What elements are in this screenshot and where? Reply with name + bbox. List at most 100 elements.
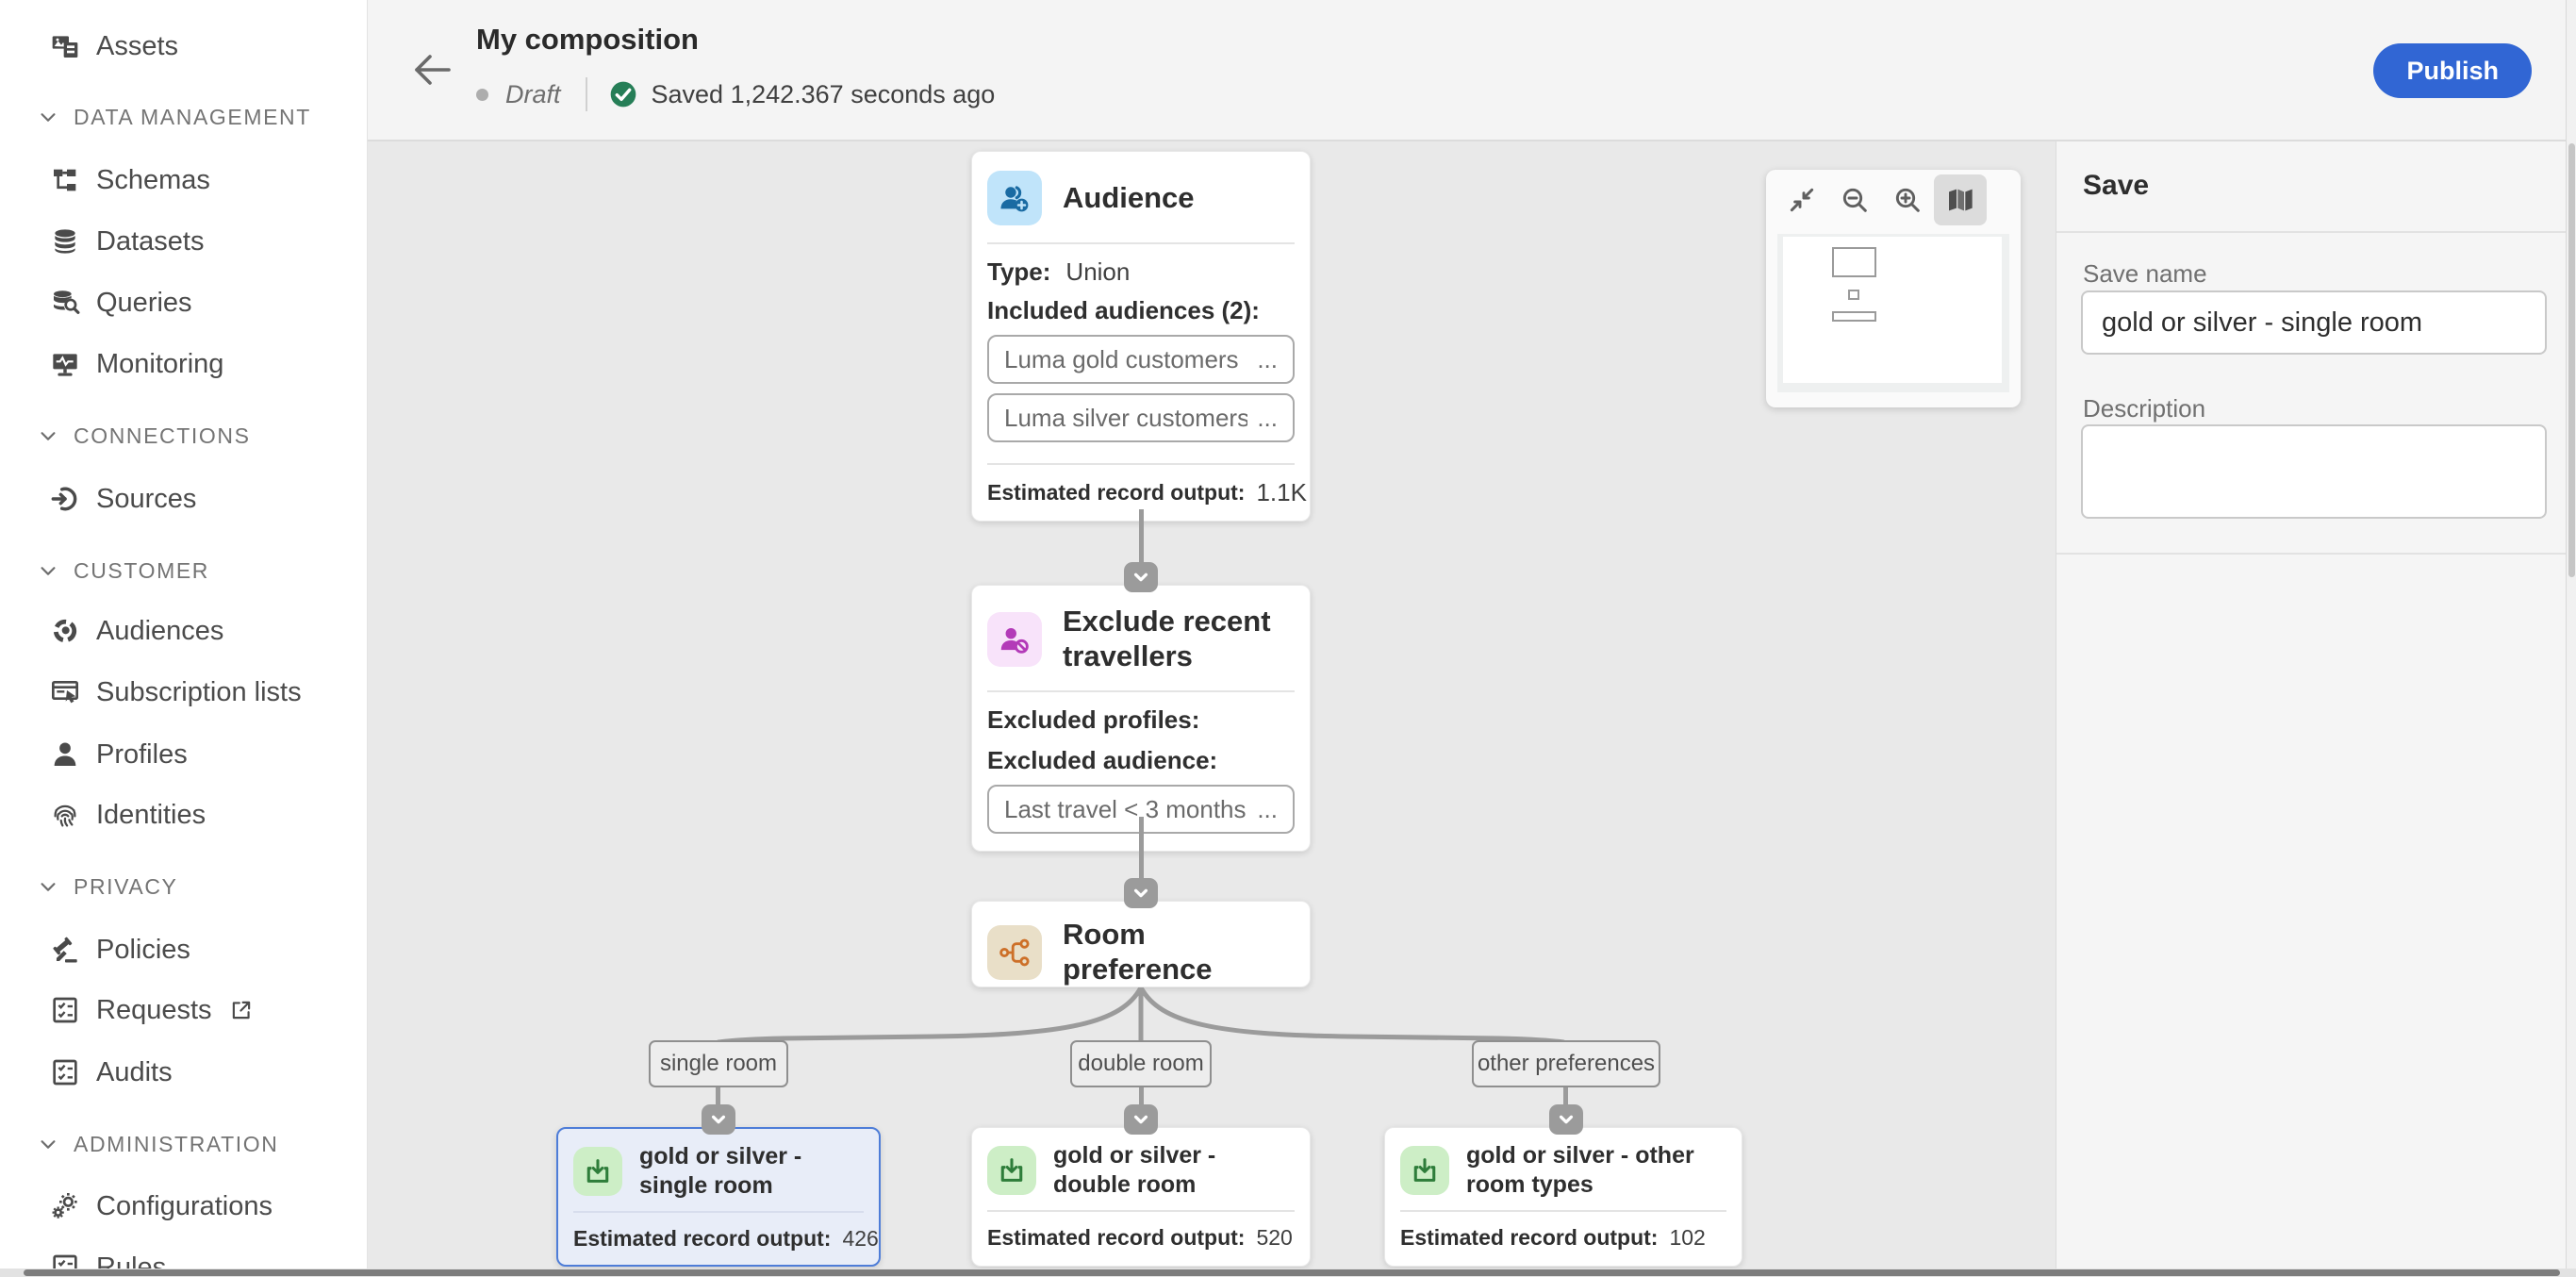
type-value: Union bbox=[1065, 257, 1131, 286]
output-label: Estimated record output: bbox=[987, 480, 1246, 505]
chevron-down-icon bbox=[38, 1134, 58, 1154]
canvas-toolbar bbox=[1766, 170, 2021, 230]
sidebar-section-privacy[interactable]: PRIVACY bbox=[0, 864, 368, 909]
section-title: CUSTOMER bbox=[74, 557, 209, 583]
status-row: Draft Saved 1,242.367 seconds ago bbox=[476, 75, 995, 113]
sidebar-item-label: Schemas bbox=[96, 164, 210, 195]
divider bbox=[573, 1211, 864, 1213]
connector-arrow-marker bbox=[1549, 1104, 1583, 1135]
sidebar-item-label: Subscription lists bbox=[96, 676, 302, 707]
sidebar-item-identities[interactable]: Identities bbox=[0, 788, 368, 842]
connector-arrow-marker bbox=[1124, 562, 1158, 592]
connector-arrow-marker bbox=[1124, 878, 1158, 908]
included-audiences-label: Included audiences (2): bbox=[987, 296, 1260, 324]
audiences-icon bbox=[49, 615, 81, 647]
chip-more-button[interactable]: ... bbox=[1257, 403, 1278, 432]
branch-label-other-preferences: other preferences bbox=[1472, 1040, 1660, 1087]
node-save-double-room[interactable]: gold or silver - double room Estimated r… bbox=[971, 1127, 1311, 1267]
excluded-audience-label: Excluded audience: bbox=[987, 746, 1218, 775]
chip-label: Luma gold customers bbox=[1004, 344, 1239, 373]
save-name-label: Save name bbox=[2083, 259, 2207, 288]
sidebar-item-subscription-lists[interactable]: Subscription lists bbox=[0, 665, 368, 720]
node-body: Type: Union Included audiences (2): Luma… bbox=[972, 244, 1310, 463]
horizontal-scrollbar-thumb[interactable] bbox=[24, 1269, 2560, 1276]
minimap-viewport[interactable] bbox=[1783, 237, 2002, 383]
sidebar-section-connections[interactable]: CONNECTIONS bbox=[0, 413, 368, 458]
zoom-out-button[interactable] bbox=[1828, 174, 1881, 225]
node-audience[interactable]: Audience Type: Union Included audiences … bbox=[971, 151, 1311, 522]
sidebar-item-policies[interactable]: Policies bbox=[0, 922, 368, 977]
node-exclude-recent-travellers[interactable]: Exclude recent travellers Excluded profi… bbox=[971, 585, 1311, 853]
datasets-icon bbox=[49, 225, 81, 257]
saved-check-icon bbox=[608, 79, 638, 109]
audience-chip-luma-silver[interactable]: Luma silver customers ... bbox=[987, 393, 1295, 442]
minimap-toggle-button[interactable] bbox=[1934, 174, 1987, 225]
sidebar-item-queries[interactable]: Queries bbox=[0, 275, 368, 330]
audience-union-icon bbox=[987, 171, 1042, 225]
chip-more-button[interactable]: ... bbox=[1257, 344, 1278, 373]
divider bbox=[987, 463, 1295, 465]
page-title: My composition bbox=[476, 23, 699, 56]
section-title: DATA MANAGEMENT bbox=[74, 104, 311, 129]
collapse-view-button[interactable] bbox=[1775, 174, 1828, 225]
chip-more-button[interactable]: ... bbox=[1257, 794, 1278, 823]
audience-chip-luma-gold[interactable]: Luma gold customers ... bbox=[987, 335, 1295, 384]
description-label: Description bbox=[2083, 394, 2206, 423]
back-button[interactable] bbox=[409, 47, 454, 92]
node-save-single-room[interactable]: gold or silver - single room Estimated r… bbox=[556, 1127, 881, 1267]
node-room-preference[interactable]: Room preference bbox=[971, 901, 1311, 987]
sidebar-item-requests[interactable]: Requests bbox=[0, 983, 368, 1037]
chip-label: Luma silver customers bbox=[1004, 403, 1248, 432]
sidebar-item-schemas[interactable]: Schemas bbox=[0, 153, 368, 207]
sidebar-item-monitoring[interactable]: Monitoring bbox=[0, 337, 368, 391]
sidebar-section-customer[interactable]: CUSTOMER bbox=[0, 548, 368, 593]
sidebar-item-configurations[interactable]: Configurations bbox=[0, 1179, 368, 1234]
output-label: Estimated record output: bbox=[1400, 1225, 1659, 1250]
monitoring-icon bbox=[49, 348, 81, 380]
section-title: CONNECTIONS bbox=[74, 423, 251, 448]
output-label: Estimated record output: bbox=[987, 1225, 1246, 1250]
save-audience-icon bbox=[987, 1145, 1036, 1195]
minimap-node-outline bbox=[1832, 311, 1876, 322]
schemas-icon bbox=[49, 164, 81, 196]
split-branch-icon bbox=[987, 924, 1042, 980]
sidebar-item-audits[interactable]: Audits bbox=[0, 1045, 368, 1100]
save-properties-panel: Save Save name Description bbox=[2056, 141, 2576, 1277]
divider bbox=[987, 1210, 1295, 1212]
sidebar-item-profiles[interactable]: Profiles bbox=[0, 727, 368, 782]
description-textarea[interactable] bbox=[2081, 424, 2547, 519]
branch-label-double-room: double room bbox=[1070, 1040, 1212, 1087]
vertical-scrollbar-thumb[interactable] bbox=[2568, 143, 2575, 577]
sidebar-section-administration[interactable]: ADMINISTRATION bbox=[0, 1121, 368, 1167]
sidebar-item-label: Policies bbox=[96, 934, 190, 965]
assets-icon bbox=[49, 30, 81, 62]
sidebar-item-label: Profiles bbox=[96, 738, 188, 770]
external-link-icon bbox=[225, 994, 257, 1026]
sidebar-item-datasets[interactable]: Datasets bbox=[0, 214, 368, 269]
sidebar-section-data-management[interactable]: DATA MANAGEMENT bbox=[0, 94, 368, 140]
sidebar-item-assets[interactable]: Assets bbox=[0, 19, 368, 74]
publish-button[interactable]: Publish bbox=[2373, 43, 2532, 98]
queries-icon bbox=[49, 287, 81, 319]
status-badge: Draft bbox=[505, 79, 561, 108]
sidebar-item-label: Sources bbox=[96, 483, 197, 514]
composition-canvas[interactable]: Audience Type: Union Included audiences … bbox=[368, 141, 2056, 1277]
sidebar-item-audiences[interactable]: Audiences bbox=[0, 604, 368, 658]
chevron-down-icon bbox=[38, 560, 58, 581]
zoom-in-button[interactable] bbox=[1881, 174, 1934, 225]
node-save-other-room-types[interactable]: gold or silver - other room types Estima… bbox=[1384, 1127, 1742, 1267]
divider bbox=[585, 77, 587, 111]
panel-title: Save bbox=[2083, 170, 2150, 201]
node-title: Audience bbox=[1063, 180, 1195, 214]
sidebar-item-label: Assets bbox=[96, 30, 179, 61]
sidebar-item-label: Configurations bbox=[96, 1190, 272, 1221]
save-name-input[interactable] bbox=[2081, 290, 2547, 355]
sidebar-item-label: Requests bbox=[96, 994, 212, 1025]
requests-icon bbox=[49, 994, 81, 1026]
node-title: gold or silver - other room types bbox=[1466, 1142, 1694, 1198]
sidebar-item-sources[interactable]: Sources bbox=[0, 472, 368, 526]
vertical-scrollbar bbox=[2566, 0, 2576, 1277]
node-header: gold or silver - double room bbox=[972, 1128, 1310, 1210]
minimap-node-outline bbox=[1848, 290, 1859, 300]
